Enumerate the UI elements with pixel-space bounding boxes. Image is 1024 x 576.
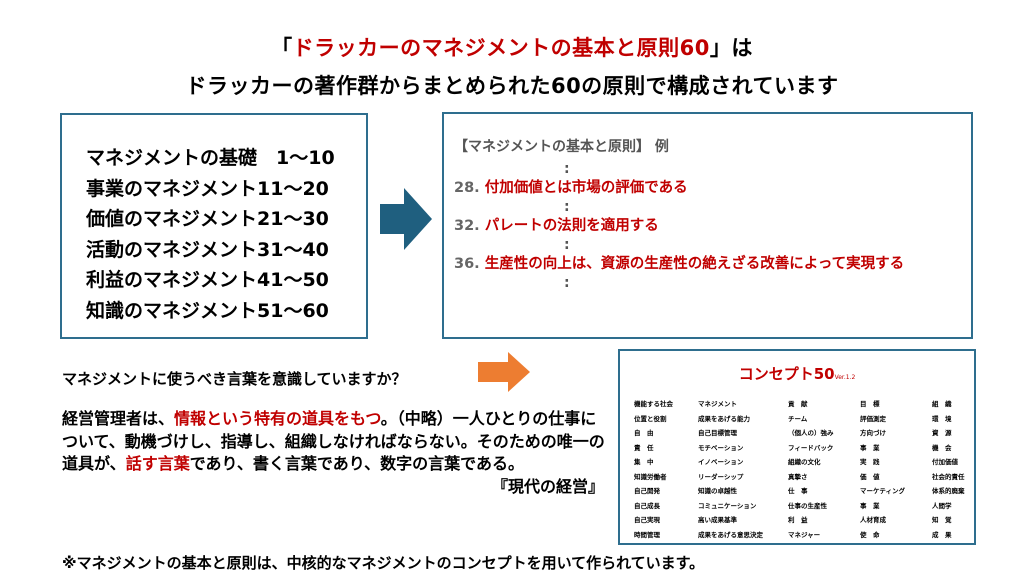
- ellipsis-dots: :: [564, 275, 570, 291]
- concept-term: 組 織: [932, 400, 952, 408]
- example-number: 28.: [454, 180, 480, 196]
- quote-source: 『現代の経営』: [491, 476, 604, 496]
- concept-term: （個人の）強み: [788, 429, 834, 437]
- concept-term: 目 標: [860, 400, 880, 408]
- footnote: ※マネジメントの基本と原則は、中核的なマネジメントのコンセプトを用いて作られてい…: [62, 554, 705, 572]
- concept-term: 知 覚: [932, 516, 952, 524]
- concept-term: 価 値: [860, 472, 880, 481]
- question-text: マネジメントに使うべき言葉を意識していますか？: [62, 370, 407, 388]
- headline-line-2: ドラッカーの著作群からまとめられた60の原則で構成されています: [185, 74, 839, 98]
- quote-text: 。（中略）一人ひとりの仕事について、動機づけし、指導し、組織しなければならない。…: [62, 409, 605, 473]
- example-item: 36. 生産性の向上は、資源の生産性の絶えざる改善によって実現する: [454, 254, 971, 274]
- concept-term: 仕事の生産性: [788, 501, 827, 510]
- concept-term: 機能する社会: [634, 400, 673, 408]
- concept-term: 実 践: [860, 458, 880, 466]
- concept-term: 使 命: [860, 530, 880, 539]
- concept-term: 組織の文化: [788, 458, 821, 466]
- concept-term: 方向づけ: [860, 429, 886, 437]
- example-number: 32.: [454, 218, 480, 234]
- concept-term: マネジメント: [698, 400, 737, 408]
- title-bracket-open: 「: [271, 36, 293, 60]
- concept-term: 自 由: [634, 429, 654, 437]
- concept-term: モチベーション: [698, 443, 744, 452]
- ellipsis-dots: :: [564, 161, 570, 177]
- concept-term: 知識の卓越性: [698, 487, 737, 495]
- quote-highlight: 情報という特有の道具をもつ: [174, 409, 381, 428]
- concept-grid: 機能する社会 マネジメント 貢 献 目 標 組 織位置と役割 成果をあげる能力 チーム 評価測…: [634, 397, 970, 542]
- example-item: 28. 付加価値とは市場の評価である: [454, 178, 971, 198]
- concept-term: マーケティング: [860, 487, 905, 495]
- concept-term: 位置と役割: [634, 414, 667, 423]
- ellipsis-dots: :: [564, 199, 570, 215]
- concept-term: フィードバック: [788, 443, 834, 452]
- headline-line-1: 「ドラッカーのマネジメントの基本と原則60」は: [0, 32, 1024, 62]
- concept-term: 知識労働者: [634, 472, 667, 481]
- concept-term: 事 業: [860, 443, 880, 452]
- example-number: 36.: [454, 256, 480, 272]
- example-item: 32. パレートの法則を適用する: [454, 216, 971, 236]
- concept-term: イノベーション: [698, 458, 744, 466]
- concept-term: 自己開発: [634, 487, 660, 495]
- arrow-right-blue-icon: [380, 188, 432, 250]
- concept-term: 自己成長: [634, 501, 660, 510]
- example-heading: 【マネジメントの基本と原則】 例: [454, 139, 669, 155]
- concept-term: 成 果: [932, 530, 952, 539]
- concept-term: 責 任: [634, 443, 654, 452]
- concept-term: 人材育成: [860, 516, 886, 524]
- concept-term: 機 会: [932, 443, 952, 452]
- example-text: 付加価値とは市場の評価である: [484, 180, 688, 196]
- category-item: 価値のマネジメント21～30: [86, 208, 329, 230]
- concept-term: 高い成果基準: [698, 516, 737, 524]
- concept-term: 人間学: [932, 501, 952, 510]
- category-item: 知識のマネジメント51～60: [86, 299, 329, 322]
- concept-term: 付加価値: [932, 458, 958, 466]
- ellipsis-dots: :: [564, 237, 570, 253]
- concept-term: 成果をあげる能力: [698, 414, 750, 423]
- concept-term: チーム: [788, 414, 808, 423]
- category-box: マネジメントの基礎 1～10 事業のマネジメント11～20 価値のマネジメント2…: [60, 113, 368, 339]
- concept-term: コミュニケーション: [698, 501, 757, 510]
- example-text: 生産性の向上は、資源の生産性の絶えざる改善によって実現する: [484, 256, 905, 272]
- concept-term: 成果をあげる意思決定: [698, 530, 763, 539]
- quote-text: であり、書く言葉であり、数字の言葉である。: [189, 454, 524, 473]
- quote-text: 経営管理者は、: [62, 409, 175, 428]
- concept-term: 資 源: [932, 429, 952, 437]
- concept-term: リーダーシップ: [698, 472, 744, 481]
- concept-term: 評価測定: [860, 414, 886, 423]
- concept-term: 自己実現: [634, 516, 660, 524]
- concept-title-text: コンセプト50: [738, 365, 835, 383]
- book-title: ドラッカーのマネジメントの基本と原則60: [292, 36, 710, 60]
- concept-term: マネジャー: [788, 530, 821, 539]
- concept-box: コンセプト50Ver.1.2 機能する社会 マネジメント 貢 献 目 標 組 織位置と役…: [618, 349, 976, 545]
- concept-term: 体系的廃棄: [932, 487, 965, 495]
- title-bracket-close: 」は: [709, 36, 753, 60]
- example-text: パレートの法則を適用する: [484, 218, 659, 234]
- arrow-right-orange-icon: [478, 352, 530, 392]
- concept-term: 環 境: [932, 414, 952, 423]
- category-item: 事業のマネジメント11～20: [86, 177, 329, 200]
- concept-term: 真摯さ: [788, 472, 808, 481]
- category-item: マネジメントの基礎 1～10: [86, 147, 335, 169]
- category-item: 活動のマネジメント31～40: [86, 238, 329, 261]
- concept-term: 自己目標管理: [698, 429, 737, 437]
- concept-term: 仕 事: [788, 487, 808, 495]
- concept-term: 時間管理: [634, 530, 660, 539]
- quote-highlight: 話す言葉: [125, 454, 190, 473]
- concept-term: 貢 献: [788, 400, 808, 408]
- concept-term: 利 益: [788, 516, 808, 524]
- quote-paragraph: 経営管理者は、情報という特有の道具をもつ。（中略）一人ひとりの仕事について、動機…: [62, 408, 610, 498]
- concept-title: コンセプト50Ver.1.2: [620, 363, 974, 385]
- concept-term: 事 業: [860, 501, 880, 510]
- concept-version: Ver.1.2: [834, 374, 856, 381]
- concept-term: 社会的責任: [932, 472, 965, 481]
- example-box: 【マネジメントの基本と原則】 例 : 28. 付加価値とは市場の評価である : …: [442, 112, 973, 339]
- concept-term: 集 中: [634, 458, 654, 466]
- category-item: 利益のマネジメント41～50: [86, 269, 329, 291]
